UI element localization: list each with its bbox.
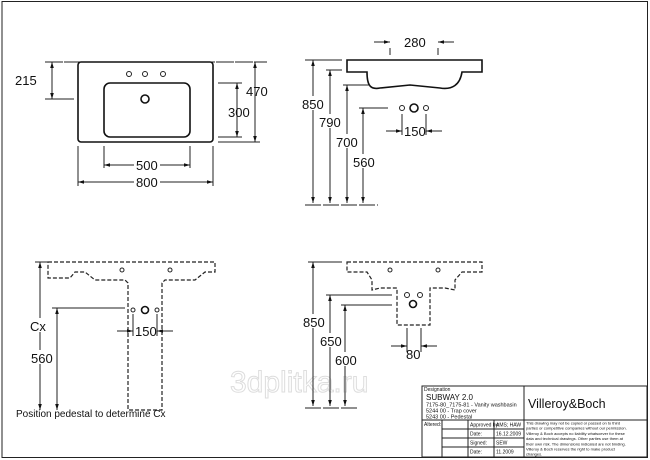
watermark: 3dplitka.ru xyxy=(230,366,368,399)
svg-text:changes.: changes. xyxy=(526,452,542,457)
dim-600: 600 xyxy=(335,353,357,368)
drain-icon xyxy=(409,103,419,113)
svg-text:Villeroy & Boch accepts no lia: Villeroy & Boch accepts no liability wha… xyxy=(526,431,626,436)
dim-790: 790 xyxy=(319,115,341,130)
pedestal-outline xyxy=(47,261,216,411)
drain-icon xyxy=(140,94,150,104)
svg-text:Villeroy & Boch reserves the r: Villeroy & Boch reserves the right to ma… xyxy=(526,447,616,452)
approved-label: Approved by: xyxy=(470,423,499,429)
tap-hole-icons xyxy=(126,71,166,77)
pedestal-note: Position pedestal to determine Cx xyxy=(16,409,166,420)
dim-500: 500 xyxy=(136,158,158,173)
svg-text:data and technical drawings. O: data and technical drawings. Other parti… xyxy=(526,436,624,441)
signed-label: Signed: xyxy=(470,441,487,447)
pedestal-view: Cx 560 150 Position pedestal to determin… xyxy=(16,261,216,420)
date-value-2: 11.2009 xyxy=(496,450,514,456)
dim-650: 650 xyxy=(320,334,342,349)
svg-text:their own risk. The dimensions: their own risk. The dimensions indicated… xyxy=(526,441,626,446)
product-line-2: 5244 00 - Trap cover xyxy=(426,409,477,415)
product-line-1: 7175-80_7175-81 - Vanity washbasin xyxy=(426,403,517,409)
trap-cover-outline xyxy=(346,261,483,326)
brand-logo: Villeroy&Boch xyxy=(528,397,606,411)
approved-value: AMS; HAW xyxy=(496,423,521,429)
date-label-1: Date: xyxy=(470,432,482,438)
dim-850: 850 xyxy=(303,315,325,330)
product-line-3: 5243 00 - Pedestal xyxy=(426,415,472,421)
basin-profile xyxy=(346,59,483,90)
title-block: Designation SUBWAY 2.0 7175-80_7175-81 -… xyxy=(421,385,648,458)
bowl-outline xyxy=(103,82,191,138)
dim-850: 850 xyxy=(302,97,324,112)
dim-470: 470 xyxy=(246,84,268,99)
dim-800: 800 xyxy=(136,175,158,190)
dim-560: 560 xyxy=(353,155,375,170)
dim-560: 560 xyxy=(31,351,53,366)
dim-215: 215 xyxy=(15,73,37,88)
top-view: 215 470 300 500 800 xyxy=(15,61,268,190)
dim-280: 280 xyxy=(404,35,426,50)
side-view: 280 850 790 700 560 150 xyxy=(300,35,483,206)
disclaimer: This drawing may not be copied or passed… xyxy=(526,421,627,457)
altered-label: Altered: xyxy=(424,422,441,428)
dim-150: 150 xyxy=(404,124,426,139)
basin-outline xyxy=(77,61,214,143)
product-name: SUBWAY 2.0 xyxy=(426,393,474,402)
dim-80: 80 xyxy=(406,347,420,362)
signed-value: SEW xyxy=(496,441,508,447)
trap-view: 850 650 600 80 xyxy=(301,261,483,409)
dim-150: 150 xyxy=(135,324,157,339)
svg-text:This drawing may not be copied: This drawing may not be copied or passed… xyxy=(526,421,620,426)
dim-300: 300 xyxy=(228,105,250,120)
designation-label: Designation xyxy=(424,387,451,393)
dim-cx: Cx xyxy=(30,319,46,334)
date-label-2: Date: xyxy=(470,450,482,456)
dim-700: 700 xyxy=(336,135,358,150)
date-value-1: 16.12.2009 xyxy=(496,432,521,438)
svg-text:parties or competitive compani: parties or competitive companies without… xyxy=(526,426,627,431)
